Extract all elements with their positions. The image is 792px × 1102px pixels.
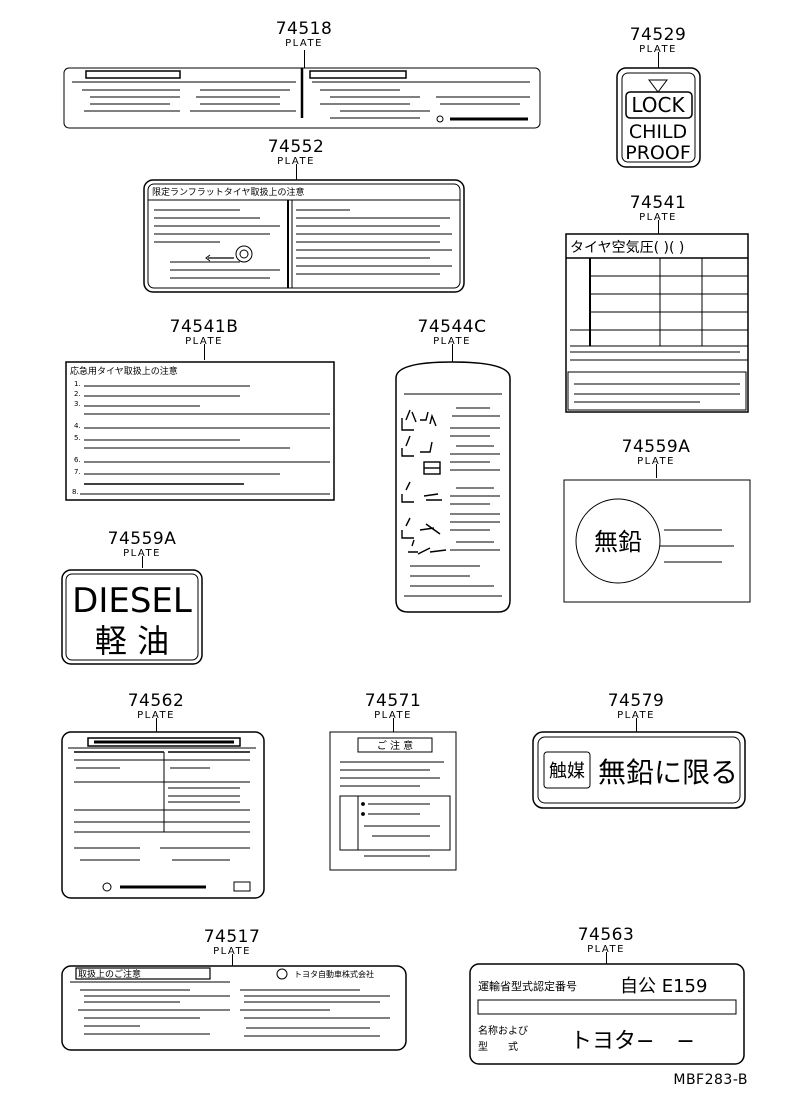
part-label-74517: 74517 PLATE: [196, 928, 268, 957]
part-label-74541: 74541 PLATE: [622, 194, 694, 223]
part-number: 74579: [607, 691, 665, 711]
approval-number-value: 自公 E159: [620, 976, 707, 997]
leader-line: [656, 464, 657, 478]
part-caption: PLATE: [639, 44, 677, 55]
leader-line: [304, 50, 305, 68]
leader-line: [204, 344, 205, 360]
part-number: 74571: [364, 691, 422, 711]
leader-line: [636, 718, 637, 732]
part-number: 74541: [629, 193, 687, 213]
plate-74541: タイヤ空気圧( )( ): [565, 233, 749, 413]
part-label-74559a-left: 74559A PLATE: [100, 530, 184, 559]
part-label-74563: 74563 PLATE: [570, 926, 642, 955]
spare-tire-title: 応急用タイヤ取扱上の注意: [70, 365, 178, 377]
leader-line: [452, 344, 453, 362]
plate-74552: 限定ランフラットタイヤ取扱上の注意: [143, 179, 465, 293]
approval-number-label: 運輸省型式認定番号: [478, 979, 577, 993]
part-caption: PLATE: [374, 710, 412, 721]
leader-line: [142, 556, 143, 568]
part-caption: PLATE: [213, 946, 251, 957]
item-number: 1.: [74, 380, 81, 388]
lock-text: LOCK: [631, 93, 685, 117]
plate-74579: 触媒 無鉛に限る: [532, 731, 746, 809]
part-label-74552: 74552 PLATE: [260, 138, 332, 167]
part-caption: PLATE: [185, 336, 223, 347]
plate-74559a-diesel: DIESEL 軽 油: [61, 569, 203, 665]
part-label-74559a-right: 74559A PLATE: [614, 438, 698, 467]
item-number: 7.: [74, 468, 81, 476]
part-caption: PLATE: [285, 38, 323, 49]
diesel-text: DIESEL: [72, 581, 192, 621]
unleaded-only-text: 無鉛に限る: [598, 756, 738, 789]
plate-74518: [63, 67, 541, 129]
part-number: 74552: [267, 137, 325, 157]
child-text: CHILD: [629, 121, 687, 143]
part-label-74518: 74518 PLATE: [268, 20, 340, 49]
catalyst-text: 触媒: [549, 761, 585, 782]
part-number: 74529: [629, 25, 687, 45]
part-label-74562: 74562 PLATE: [120, 692, 192, 721]
part-number: 74518: [275, 19, 333, 39]
part-caption: PLATE: [639, 212, 677, 223]
handling-caution-title: 取扱上のご注意: [78, 968, 141, 980]
tire-pressure-text: タイヤ空気圧( )( ): [570, 240, 684, 256]
part-label-74529: 74529 PLATE: [622, 26, 694, 55]
part-caption: PLATE: [277, 156, 315, 167]
plate-74571: ご 注 意: [329, 731, 457, 871]
plate-74563: 運輸省型式認定番号 自公 E159 名称および 型 式 トヨタ− −: [469, 963, 745, 1065]
item-number: 3.: [74, 400, 81, 408]
part-label-74579: 74579 PLATE: [600, 692, 672, 721]
part-caption: PLATE: [637, 456, 675, 467]
item-number: 8.: [72, 488, 79, 496]
part-caption: PLATE: [433, 336, 471, 347]
part-number: 74559A: [621, 437, 691, 457]
part-label-74541b: 74541B PLATE: [162, 318, 246, 347]
model-kind-label: 型 式: [478, 1040, 518, 1053]
part-caption: PLATE: [587, 944, 625, 955]
leader-line: [658, 220, 659, 234]
part-label-74571: 74571 PLATE: [357, 692, 429, 721]
proof-text: PROOF: [625, 142, 691, 164]
part-number: 74559A: [107, 529, 177, 549]
plate-74562: [61, 731, 265, 899]
diagram-reference-code: MBF283-B: [673, 1072, 748, 1088]
part-label-74544c: 74544C PLATE: [410, 318, 494, 347]
runflat-title: 限定ランフラットタイヤ取扱上の注意: [152, 186, 304, 198]
name-kind-label: 名称および: [478, 1024, 528, 1037]
leader-line: [606, 952, 607, 964]
model-value: トヨタ− −: [570, 1029, 695, 1054]
item-number: 6.: [74, 456, 81, 464]
part-number: 74517: [203, 927, 261, 947]
part-number: 74544C: [417, 317, 487, 337]
leader-line: [232, 954, 233, 966]
unleaded-text: 無鉛: [594, 528, 642, 556]
plate-74544c: [395, 361, 511, 613]
part-caption: PLATE: [137, 710, 175, 721]
item-number: 2.: [74, 390, 81, 398]
part-number: 74541B: [169, 317, 239, 337]
part-caption: PLATE: [123, 548, 161, 559]
plate-74541b: 応急用タイヤ取扱上の注意 1. 2. 3. 4. 5. 6. 7. 8.: [65, 361, 335, 501]
item-number: 4.: [74, 422, 81, 430]
maker-text: トヨタ自動車株式会社: [294, 969, 374, 979]
leader-line: [658, 52, 659, 68]
plate-74529: LOCK CHILD PROOF: [616, 67, 701, 168]
item-number: 5.: [74, 434, 81, 442]
leader-line: [296, 164, 297, 180]
leader-line: [393, 718, 394, 732]
keiyu-text: 軽 油: [95, 622, 169, 660]
leader-line: [156, 718, 157, 732]
plate-74559a-unleaded: 無鉛: [563, 479, 751, 603]
part-number: 74562: [127, 691, 185, 711]
caution-text: ご 注 意: [377, 739, 413, 752]
part-number: 74563: [577, 925, 635, 945]
part-caption: PLATE: [617, 710, 655, 721]
plate-74517: 取扱上のご注意 トヨタ自動車株式会社: [61, 965, 407, 1051]
